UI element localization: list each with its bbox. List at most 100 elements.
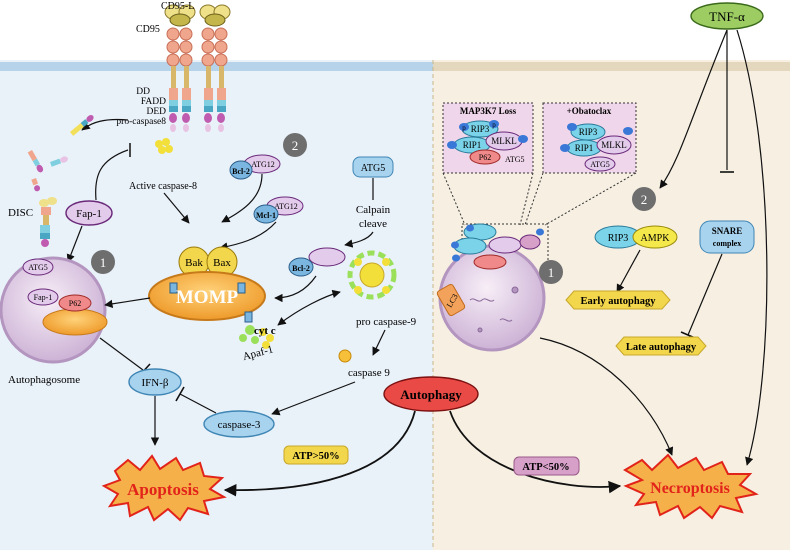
autophagosome-fap1-label: Fap-1 [34,293,53,302]
caspase9-dot [338,349,352,363]
step2-badge-right-label: 2 [641,192,648,207]
lc3-to-necroptosis-arrow [539,337,674,456]
momp-mitochondrion [148,271,266,321]
fap1-to-autophagosome-arrow [66,225,83,263]
momp-pore-3 [244,311,253,323]
disc-label: DISC [8,207,33,219]
rip3-ampk-ampk-label: AMPK [641,233,671,244]
step2-badge-left-label: 2 [292,138,299,153]
casp3-inhibit-ifnb-bar [175,386,185,402]
cell-membrane [0,62,433,71]
bcl2-to-bax-arrow [221,173,263,223]
inset1-rip3-label: RIP3 [471,124,490,134]
apoptosis-label: Apoptosis [127,480,199,499]
ampk-to-early-arrow [616,249,641,293]
atp-high-label: ATP>50% [292,451,339,462]
inset2-rip3-label: RIP3 [579,127,598,137]
necroptosis-burst [623,453,759,520]
momp-to-autophagosome-arrow [104,297,151,308]
atp-high-tag [283,445,349,465]
bax-label: Bax [213,257,231,269]
cd95-label: CD95 [136,24,160,35]
momp-pore-1 [169,282,178,294]
inset1-p2: p [492,121,496,129]
active-caspase8 [155,138,173,154]
inset2-mlkl [596,135,632,155]
momp-label: MOMP [176,287,239,308]
inset1-phospho [447,120,528,149]
cytc-label: cyt c [254,325,276,337]
momp-pore-2 [237,282,246,294]
calpain-arrow [345,178,374,245]
cd95-receptor-1 [164,4,196,132]
step2-badge-left [283,133,307,157]
late-autophagy-tag [615,336,707,356]
apoptosome-arrow [277,289,341,326]
inset2-connector-left [524,172,544,226]
early-autophagy-tag [565,290,671,310]
receptor-internalize-arrow [81,118,129,131]
inset1-atg5-label: ATG5 [505,155,525,164]
atp-low-label: ATP<50% [522,462,569,473]
step1-badge-right [539,260,563,284]
atp-low-tag [513,456,580,476]
snare-inhibit-late-line [687,253,723,336]
disc-complex [39,197,57,247]
dd-label: DD [136,87,150,97]
mcl1-label: Mcl-1 [256,211,276,220]
rip3-ampk-rip3-label: RIP3 [608,233,629,244]
autophagosome-mitochondrion [42,308,108,336]
apoptosome [347,250,397,300]
atg5-top-label: ATG5 [361,163,385,174]
autophagy-to-apoptosis-arrow [223,410,416,497]
caspase9-label: caspase 9 [348,367,390,379]
inset1-connector-right [519,172,534,226]
late-autophagy-label: Late autophagy [626,342,697,353]
inset2-mlkl-label: MLKL [601,140,627,150]
procasp9-to-casp9-arrow [372,329,386,356]
inset1-rip1-label: RIP1 [463,140,482,150]
active-caspase8-label: Active caspase-8 [129,181,197,192]
caspase3-node [203,410,275,438]
inset2-connector-right [544,172,637,226]
autophagy-node [383,376,479,412]
atg5-cleaved-node [308,247,346,267]
atg5-top-node [352,156,394,178]
autophagosome-p62-label: P62 [69,299,81,308]
inset1-p62 [469,149,501,165]
fap1-inhibit-line [95,149,129,201]
necrosome-complex [451,223,544,270]
procaspase9-label: pro caspase-9 [356,316,417,328]
atg12-label-b: ATG12 [274,202,298,211]
autophagy-label: Autophagy [400,387,462,402]
fadd-label: FADD [141,97,166,107]
inset2-atg5-label: ATG5 [590,160,610,169]
tnfa-node [690,2,764,30]
ded-label: DED [146,107,166,117]
bcl2-node-b [288,257,314,277]
atg12-label-a: ATG12 [251,160,275,169]
inset-map3k7-title: MAP3K7 Loss [460,106,517,116]
disc-fragments [27,115,94,192]
snare-complex-node [699,220,755,254]
autophagosome-inhibit-ifnb-line [99,337,144,371]
step1-badge-right-label: 1 [548,265,555,280]
apoptosis-burst [101,454,227,522]
rip3-ampk-ampk [632,225,678,249]
autophagosome-fap1 [27,288,59,306]
tnfa-label: TNF-α [709,9,745,24]
cd95l-label: CD95-L [161,1,194,12]
inset1-mlkl-label: MLKL [491,136,517,146]
step1-badge-left [91,250,115,274]
bak-label: Bak [185,257,203,269]
inset2-phospho [560,123,633,152]
inset1-p1: p [462,124,466,132]
necroptosis-label: Necroptosis [650,480,730,497]
fap1-node [65,200,113,226]
lc3-tag [436,283,466,317]
lc3-cell-contents [469,286,519,333]
calpain-label-1: Calpain [356,204,391,216]
calpain-label-2: cleave [359,218,387,230]
ifnb-node [128,368,182,396]
